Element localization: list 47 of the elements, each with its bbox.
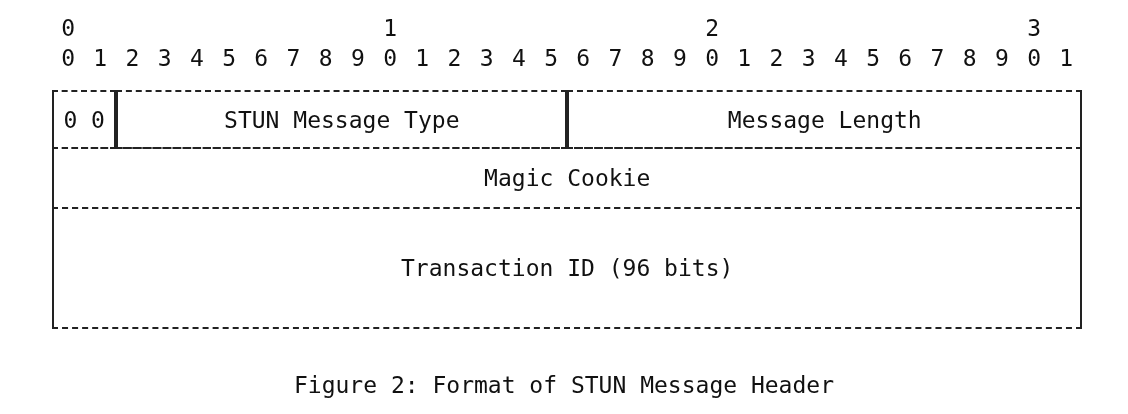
header-field — [52, 147, 1083, 209]
header-field — [567, 90, 1083, 149]
header-field — [116, 90, 568, 149]
bit-number: 7 — [608, 44, 623, 72]
bit-number: 2 — [769, 44, 784, 72]
bit-number: 1 — [1059, 44, 1074, 72]
bit-number: 9 — [672, 44, 687, 72]
bit-number: 8 — [318, 44, 333, 72]
field-name: Transaction ID (96 bits) — [401, 255, 734, 281]
field-name: Message Length — [727, 106, 922, 133]
bit-number: 8 — [640, 44, 655, 72]
bit-number: 7 — [286, 44, 301, 72]
bit-number: 6 — [898, 44, 913, 72]
header-field — [52, 90, 117, 149]
bit-number: 1 — [415, 44, 430, 72]
bit-number: 6 — [576, 44, 591, 72]
field-name: 0 0 — [63, 106, 105, 133]
bit-number: 9 — [350, 44, 365, 72]
bit-number: 8 — [962, 44, 977, 72]
bit-number: 0 — [1027, 44, 1041, 72]
bit-number: 5 — [222, 44, 236, 72]
field-name: Magic Cookie — [484, 165, 651, 191]
bit-number: 0 — [61, 44, 75, 72]
bit-number: 2 — [447, 44, 462, 72]
bit-tens-digit: 2 — [705, 14, 719, 42]
bit-number: 5 — [866, 44, 880, 72]
bit-number: 3 — [157, 44, 172, 72]
bit-number: 4 — [833, 44, 848, 72]
bit-number: 0 — [705, 44, 719, 72]
bit-tens-digit: 0 — [61, 14, 75, 42]
bit-number: 1 — [737, 44, 752, 72]
header-field — [52, 207, 1083, 329]
bit-number: 1 — [93, 44, 108, 72]
bit-number: 7 — [930, 44, 945, 72]
figure-caption: Figure 2: Format of STUN Message Header — [293, 372, 834, 398]
bit-number: 4 — [189, 44, 204, 72]
bit-number: 0 — [383, 44, 397, 72]
bit-number: 5 — [544, 44, 558, 72]
bit-number: 6 — [254, 44, 269, 72]
bit-tens-digit: 3 — [1027, 14, 1041, 42]
bit-number: 2 — [125, 44, 140, 72]
bit-tens-digit: 1 — [383, 14, 397, 42]
bit-number: 3 — [479, 44, 494, 72]
field-name: STUN Message Type — [224, 106, 460, 133]
bit-number: 3 — [801, 44, 816, 72]
bit-number: 9 — [994, 44, 1009, 72]
bit-number: 4 — [511, 44, 526, 72]
